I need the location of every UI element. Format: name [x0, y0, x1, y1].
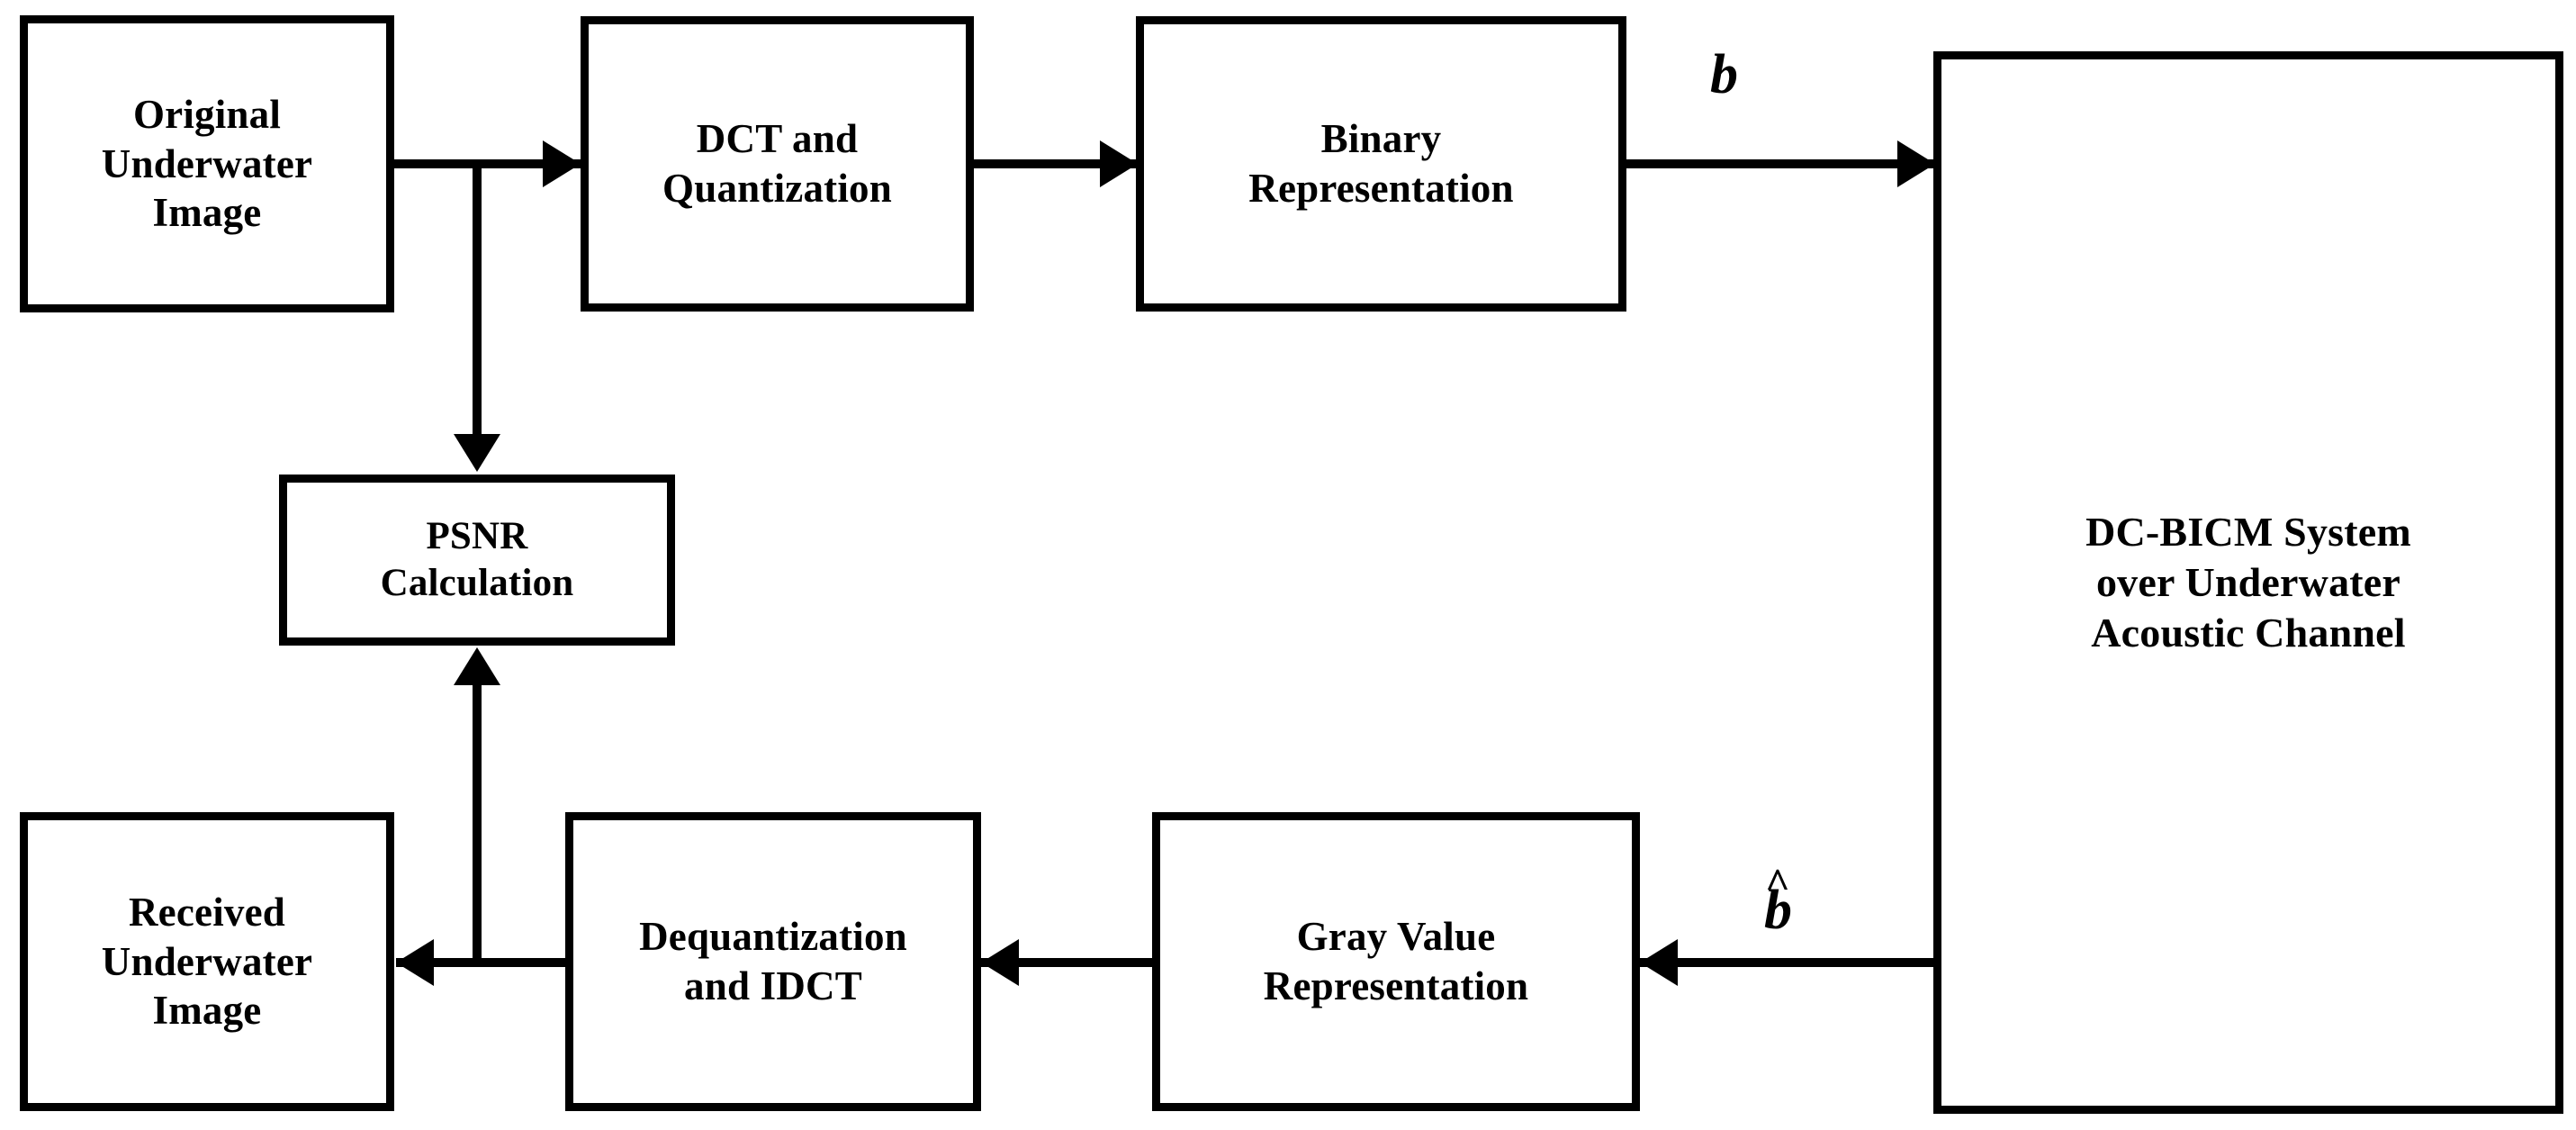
node-label-dequantization-and-idct: Dequantization and IDCT [639, 914, 907, 1008]
edge-label-received-bits: ^ b [1764, 863, 1792, 941]
edge-label-b-glyph: b [1710, 44, 1738, 105]
hat-accent-icon: ^ [1764, 860, 1790, 908]
edge-dequant-to-received-arrowhead-icon [396, 939, 434, 986]
edge-dct-to-binary-arrowhead-icon [1100, 140, 1138, 187]
node-binary-representation: Binary Representation [1136, 16, 1626, 312]
edge-label-transmitted-bits: b [1710, 47, 1738, 103]
edge-original-to-dct-arrowhead-icon [543, 140, 581, 187]
edge-channel-to-gray-arrowhead-icon [1640, 939, 1678, 986]
edge-original-to-psnr-arrowhead-icon [454, 434, 500, 472]
edge-gray-to-dequant-arrowhead-icon [981, 939, 1019, 986]
edge-label-b-hat-group: ^ b [1764, 863, 1792, 941]
node-dct-and-quantization: DCT and Quantization [581, 16, 974, 312]
edge-label-b-glyph-received: b [1764, 880, 1792, 941]
node-gray-value-representation: Gray Value Representation [1152, 812, 1640, 1111]
edge-original-to-psnr-line [473, 159, 482, 438]
node-label-dct-and-quantization: DCT and Quantization [662, 116, 892, 211]
node-label-received-underwater-image: Received Underwater Image [101, 889, 313, 1034]
node-dequantization-and-idct: Dequantization and IDCT [565, 812, 981, 1111]
node-received-underwater-image: Received Underwater Image [20, 812, 394, 1111]
edge-dequant-to-received-line [396, 958, 567, 967]
edge-original-to-dct-line [394, 159, 581, 168]
edge-binary-to-channel-line [1626, 159, 1937, 168]
node-label-binary-representation: Binary Representation [1248, 116, 1514, 211]
edge-dct-to-binary-line [974, 159, 1140, 168]
node-label-original-underwater-image: Original Underwater Image [101, 91, 313, 236]
edge-binary-to-channel-arrowhead-icon [1897, 140, 1935, 187]
edge-dequant-to-psnr-arrowhead-icon [454, 647, 500, 685]
node-dc-bicm-system-over-underwater-acoustic-channel: DC-BICM System over Underwater Acoustic … [1933, 51, 2563, 1114]
node-label-psnr-calculation: PSNR Calculation [380, 514, 574, 604]
edge-dequant-to-psnr-line [473, 684, 482, 963]
node-label-dc-bicm-channel: DC-BICM System over Underwater Acoustic … [2085, 508, 2411, 656]
node-label-gray-value-representation: Gray Value Representation [1263, 914, 1529, 1008]
node-original-underwater-image: Original Underwater Image [20, 15, 394, 312]
node-psnr-calculation: PSNR Calculation [279, 475, 675, 646]
edge-channel-to-gray-line [1640, 958, 1937, 967]
edge-gray-to-dequant-line [981, 958, 1154, 967]
